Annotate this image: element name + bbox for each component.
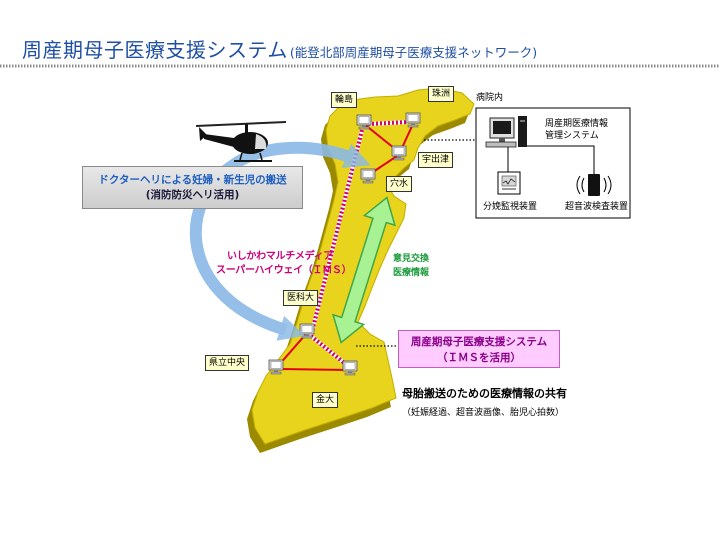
ims-network-line1: いしかわマルチメディア (227, 251, 333, 262)
link-prefectural-central-kanazawa-university (279, 368, 349, 371)
ultrasound-label: 超音波検査装置 (565, 202, 629, 212)
computer-icon (356, 114, 372, 130)
computer-icon (405, 112, 421, 128)
fetal-monitor-icon (497, 171, 521, 195)
computer-icon (299, 323, 315, 339)
computer-icon (360, 168, 376, 184)
location-label-ushitsu: 宇出津 (418, 152, 454, 168)
helicopter-transport-box: ドクターヘリによる妊婦・新生児の搬送 (消防防災ヘリ活用) (82, 166, 303, 209)
information-exchange-label: 意見交換 医療情報 (393, 252, 429, 280)
location-label-medical-university: 医科大 (283, 290, 319, 306)
page-title: 周産期母子医療支援システム(能登北部周産期母子医療支援ネットワーク) (22, 34, 537, 63)
sharing-heading: 母胎搬送のための医療情報の共有 (402, 387, 567, 400)
workstation-icon (485, 116, 527, 148)
helicopter-icon (195, 121, 287, 162)
information-exchange-line2: 医療情報 (393, 268, 430, 278)
sharing-detail: （妊娠経過、超音波画像、胎児心拍数） (402, 408, 565, 418)
location-label-kanazawa-university: 金大 (312, 392, 339, 408)
location-label-prefectural-central: 県立中央 (205, 355, 250, 371)
ims-network-label: いしかわマルチメディア スーパーハイウェイ（ＩＭＳ） (216, 250, 352, 278)
location-label-anamizu: 穴水 (386, 176, 413, 192)
title-main: 周産期母子医療支援システム (22, 38, 288, 62)
hospital-label: 病院内 (476, 93, 504, 103)
support-system-box: 周産期母子医療支援システム （ＩＭＳを活用） (398, 330, 560, 368)
computer-icon (391, 145, 407, 161)
hospital-system-line2: 管理システム (545, 131, 599, 141)
ims-network-line2: スーパーハイウェイ（ＩＭＳ） (216, 265, 352, 276)
ims-link-wajima-suzu (367, 120, 409, 126)
computer-icon (268, 359, 284, 375)
computer-icon (342, 360, 358, 376)
support-system-line2: （ＩＭＳを活用） (437, 352, 521, 364)
location-label-wajima: 輪島 (331, 92, 358, 108)
support-system-line1: 周産期母子医療支援システム (410, 336, 548, 348)
helicopter-transport-line2: (消防防災ヘリ活用) (145, 189, 240, 201)
ims-link-medical-university-kanazawa-university (309, 334, 350, 368)
fetal-monitor-label: 分娩監視装置 (483, 202, 538, 212)
information-exchange-line1: 意見交換 (393, 254, 430, 264)
hospital-system-name: 周産期医療情報 管理システム (545, 118, 608, 142)
ultrasound-device-icon (576, 174, 612, 196)
hospital-device-connection (507, 145, 595, 174)
title-subtitle: (能登北部周産期母子医療支援ネットワーク) (289, 45, 538, 60)
helicopter-transport-line1: ドクターヘリによる妊婦・新生児の搬送 (98, 174, 287, 186)
location-label-suzu: 珠洲 (428, 86, 455, 102)
hospital-system-line1: 周産期医療情報 (545, 119, 609, 129)
